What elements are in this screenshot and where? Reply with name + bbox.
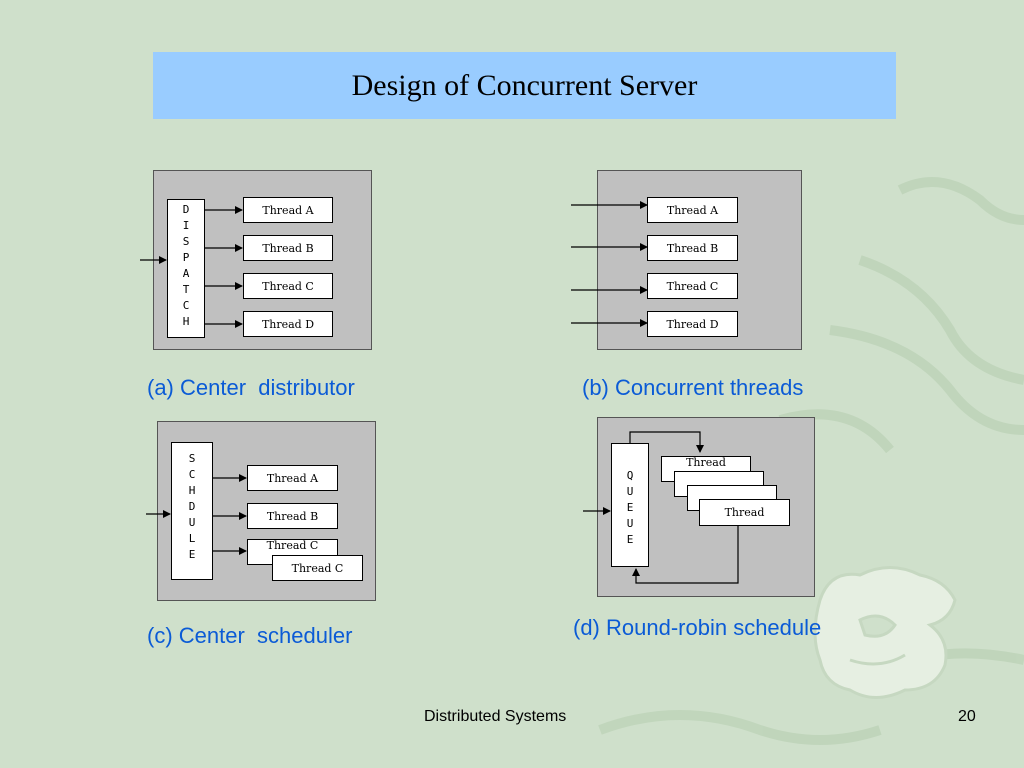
queue-letter: E [626, 501, 634, 514]
thread-box: Thread C [243, 273, 333, 299]
caption-a: (a) Center distributor [147, 375, 355, 400]
caption-d: (d) Round-robin schedule [573, 615, 822, 640]
schedule-letter: H [188, 484, 196, 497]
thread-box: Thread B [247, 503, 338, 529]
thread-box: Thread B [243, 235, 333, 261]
thread-box: Thread B [647, 235, 738, 261]
schedule-letter: E [188, 548, 196, 561]
dispatch-letter: P [182, 251, 190, 264]
thread-box: Thread C [272, 555, 363, 581]
schedule-letter: S [188, 452, 196, 465]
thread-box: Thread D [647, 311, 738, 337]
thread-box: Thread A [647, 197, 738, 223]
dispatch-letter: S [182, 235, 190, 248]
dispatch-letter: A [182, 267, 190, 280]
schedule-letter: U [188, 516, 196, 529]
title-bar: Design of Concurrent Server [153, 52, 896, 119]
caption-c: (c) Center scheduler [147, 623, 353, 648]
queue-letter: U [626, 485, 634, 498]
queue-letter: E [626, 533, 634, 546]
thread-box: Thread [699, 499, 790, 526]
schedule-letter: C [188, 468, 196, 481]
dispatch-letter: H [182, 315, 190, 328]
thread-box: Thread D [243, 311, 333, 337]
thread-box: Thread C [647, 273, 738, 299]
thread-box: Thread A [243, 197, 333, 223]
thread-box: Thread A [247, 465, 338, 491]
footer-title: Distributed Systems [424, 708, 567, 725]
page-number: 20 [958, 708, 976, 725]
dragon-ornament [813, 566, 957, 699]
queue-letter: Q [626, 469, 634, 482]
caption-b: (b) Concurrent threads [582, 375, 804, 400]
slide-title: Design of Concurrent Server [351, 68, 698, 102]
schedule-letter: D [188, 500, 196, 513]
dispatch-letter: T [182, 283, 190, 296]
dispatch-box: D I S P A T C H [167, 199, 205, 338]
queue-box: Q U E U E [611, 443, 649, 567]
dispatch-letter: D [182, 203, 190, 216]
schedule-letter: L [188, 532, 196, 545]
schedule-box: S C H D U L E [171, 442, 213, 580]
dispatch-letter: I [182, 219, 190, 232]
dispatch-letter: C [182, 299, 190, 312]
queue-letter: U [626, 517, 634, 530]
